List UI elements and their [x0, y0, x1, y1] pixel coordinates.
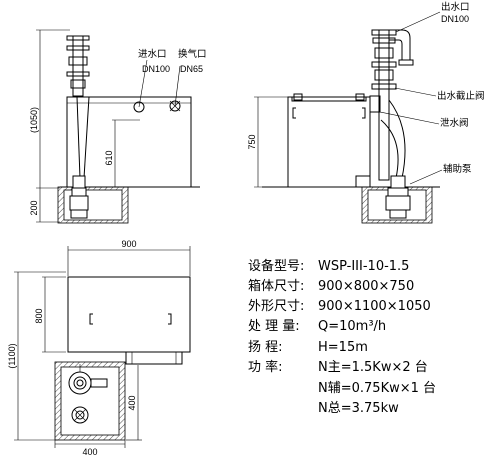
front-view: (1050) 200 610 进水口 DN100 换气口 DN65	[29, 29, 207, 224]
spec-value-4: H=15m	[318, 340, 368, 355]
spec-label-1: 箱体尺寸:	[248, 278, 304, 294]
spec-value-2: 900×1100×1050	[318, 299, 431, 314]
outlet-size: DN100	[441, 14, 469, 24]
inlet-label: 进水口	[138, 48, 167, 60]
spec-label-0: 设备型号:	[248, 258, 304, 274]
outlet-label: 出水口	[441, 1, 470, 13]
dim-1050: (1050)	[29, 107, 39, 133]
spec-label-3: 处 理 量:	[248, 319, 300, 334]
pump-front	[72, 175, 86, 189]
spec-label-4: 扬 程:	[248, 340, 283, 355]
spec-label-2: 外形尺寸:	[248, 299, 304, 314]
tank-top	[67, 276, 191, 353]
spec-value-6: N辅=0.75Kw×1 台	[318, 381, 436, 396]
pipe-block-top	[125, 351, 183, 365]
dim-800: 800	[34, 308, 44, 323]
aux-pump	[355, 175, 371, 188]
spec-value-5: N主=1.5Kw×2 台	[318, 360, 428, 375]
inlet-port	[133, 101, 145, 113]
dim-750: 750	[247, 134, 257, 149]
spec-value-3: Q=10m³/h	[318, 319, 386, 334]
spec-label-5: 功 率:	[248, 359, 283, 375]
gate-valve-label: 出水截止阀	[437, 90, 485, 102]
drain-valve-label: 泄水阀	[440, 117, 469, 129]
top-view: 900 (1100) 800 400	[7, 239, 191, 457]
dim-900: 900	[121, 239, 136, 249]
pump-top	[71, 406, 89, 424]
spec-value-0: WSP-III-10-1.5	[318, 259, 409, 274]
spec-value-7: N总=3.75kw	[318, 401, 399, 416]
dim-610: 610	[104, 150, 114, 165]
vent-size: DN65	[180, 64, 203, 74]
dim-400-horizontal: 400	[82, 447, 97, 457]
side-view: 750 出水口 DN100 出水截止阀 泄水阀 辅助泵	[247, 1, 485, 224]
inlet-size: DN100	[142, 64, 170, 74]
aux-pump-label: 辅助泵	[443, 163, 472, 175]
dim-200-front: 200	[29, 200, 39, 215]
dim-1100: (1100)	[7, 343, 17, 368]
dim-400-vertical: 400	[127, 395, 137, 410]
spec-value-1: 900×800×750	[318, 279, 414, 294]
tank-side	[287, 96, 371, 188]
riser-pipe-front	[72, 35, 84, 97]
spec-list: 设备型号: WSP-III-10-1.5 箱体尺寸: 900×800×750 外…	[248, 258, 436, 416]
vent-port	[169, 100, 181, 112]
vent-label: 换气口	[178, 48, 207, 60]
